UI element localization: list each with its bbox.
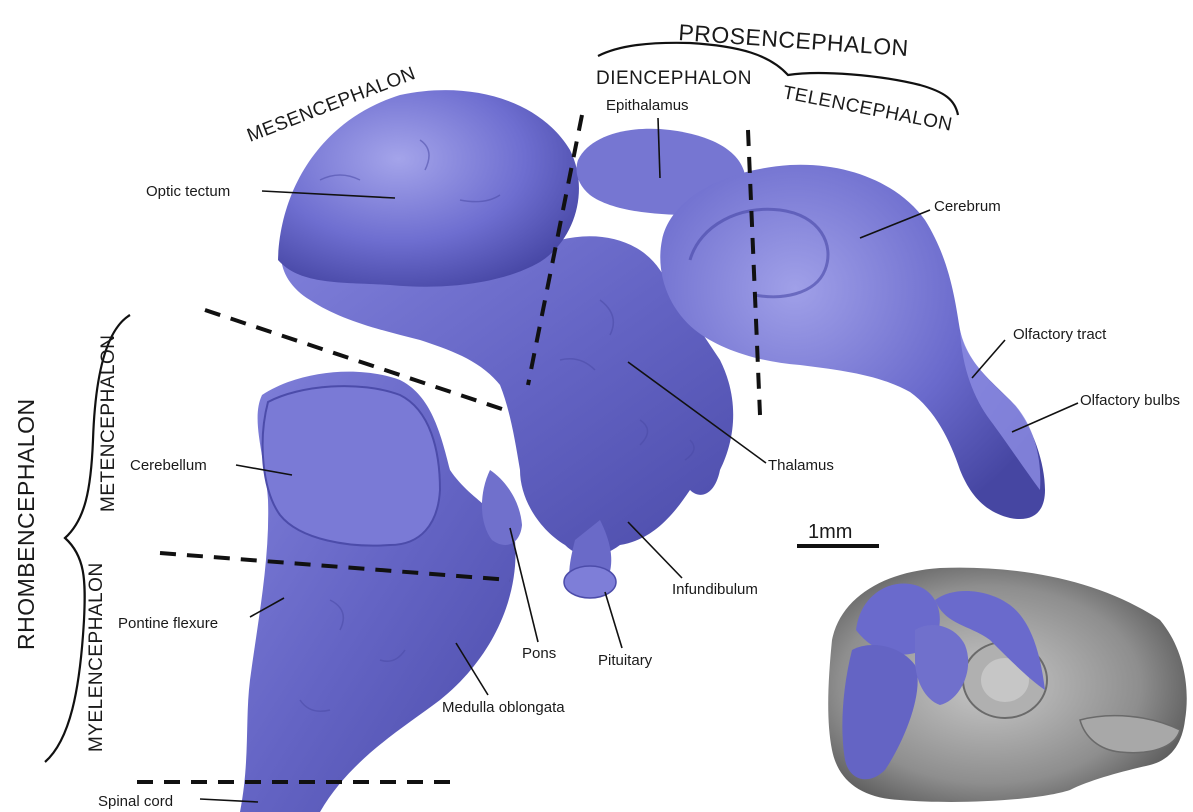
thalamus-label: Thalamus: [768, 457, 834, 474]
medulla-oblongata-label: Medulla oblongata: [442, 699, 565, 716]
scale-bar-label: 1mm: [808, 521, 852, 543]
infundibulum-label: Infundibulum: [672, 581, 758, 598]
rhombencephalon-label: RHOMBENCEPHALON: [13, 398, 39, 650]
optic-tectum-shape: [278, 90, 579, 287]
pons-label: Pons: [522, 645, 556, 662]
diencephalon-label: DIENCEPHALON: [596, 68, 752, 89]
cerebellum-shape: [263, 386, 440, 546]
inset-skull-render: [828, 568, 1187, 802]
pituitary-label: Pituitary: [598, 652, 653, 669]
olfactory-tract-label: Olfactory tract: [1013, 326, 1107, 343]
spinal-cord-label: Spinal cord: [98, 793, 173, 810]
leader-pons: [510, 528, 538, 642]
optic-tectum-label: Optic tectum: [146, 183, 230, 200]
leader-infundibulum: [628, 522, 682, 578]
cerebrum-label: Cerebrum: [934, 198, 1001, 215]
telencephalon-label: TELENCEPHALON: [781, 82, 954, 135]
pontine-flexure-label: Pontine flexure: [118, 615, 218, 632]
metencephalon-label: METENCEPHALON: [98, 334, 119, 512]
leader-olfactory-tract: [972, 340, 1005, 378]
olfactory-bulbs-label: Olfactory bulbs: [1080, 392, 1180, 409]
cerebellum-label: Cerebellum: [130, 457, 207, 474]
scale-bar: 1mm: [797, 521, 879, 546]
epithalamus-label: Epithalamus: [606, 97, 689, 114]
pituitary-shape: [564, 566, 616, 598]
prosencephalon-label: PROSENCEPHALON: [678, 19, 910, 61]
myelencephalon-label: MYELENCEPHALON: [86, 562, 107, 752]
leader-pituitary: [605, 592, 622, 648]
